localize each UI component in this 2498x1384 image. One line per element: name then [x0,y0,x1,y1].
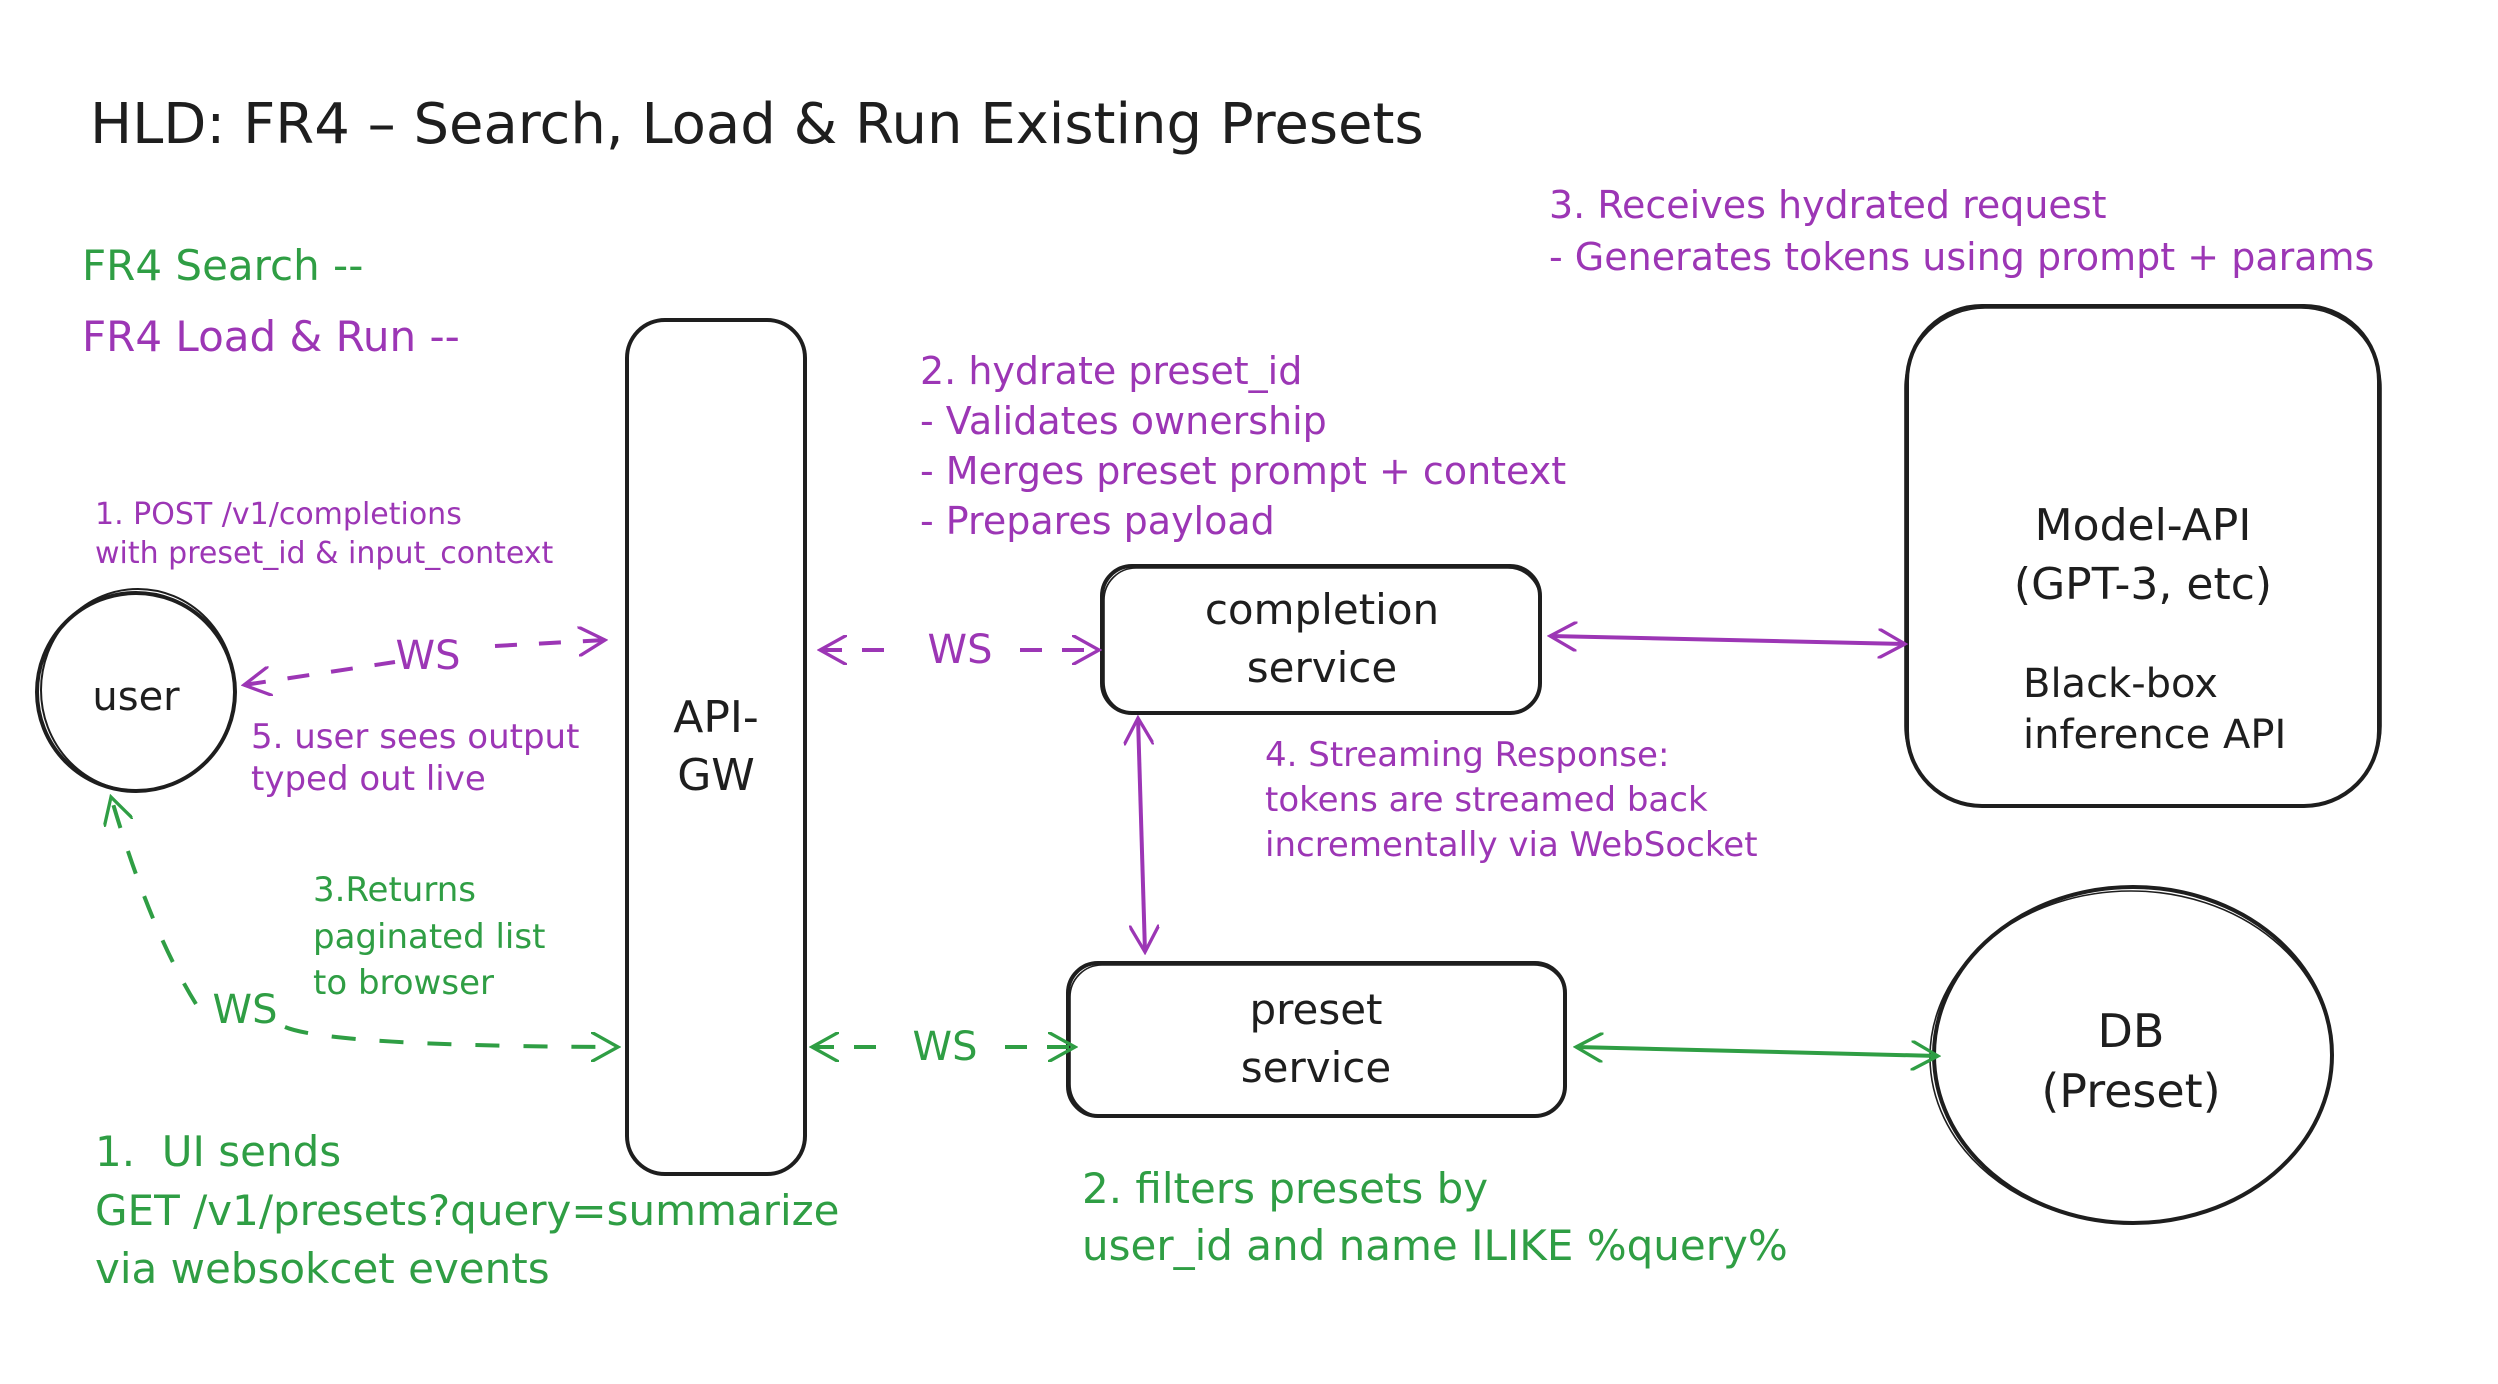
api-gw-node-shape [625,318,807,1176]
edge-preset-db [1576,1047,1938,1056]
note-search-step2-line1: 2. filters presets by [1082,1164,1489,1213]
model-api-subtitle-line1: Black-box [2023,661,2218,707]
note-search-step1-line1: 1. UI sends [95,1127,342,1176]
model-api-node-shape-sketch [1904,307,2382,807]
completion-service-label-line2: service [1246,643,1398,692]
note-search-step3-line2: paginated list [313,917,546,957]
note-search-step2-line2: user_id and name ILIKE %query% [1082,1221,1788,1270]
note-search-step1-line2: GET /v1/presets?query=summarize [95,1186,840,1235]
note-load-step3-line1: 3. Receives hydrated request [1549,183,2107,227]
note-search-step3-line1: 3.Returns [313,870,476,910]
edge-completion-preset [1138,718,1145,952]
note-load-step2-line1: 2. hydrate preset_id [920,349,1303,393]
note-search-step1-line3: via websokcet events [95,1244,550,1293]
user-node-label: user [92,674,180,720]
note-load-step2-line4: - Prepares payload [920,499,1275,543]
completion-service-node-shape-sketch [1103,567,1541,715]
note-search-step3-line3: to browser [313,963,494,1003]
edge-api-gw-user-search-ws [111,797,198,1006]
note-load-step2-line2: - Validates ownership [920,399,1327,443]
db-node-label-line2: (Preset) [2041,1064,2221,1118]
api-gw-node-label-line2: GW [677,750,755,801]
model-api-title-line1: Model-API [2034,500,2252,551]
edge-completion-model-api [1550,636,1905,644]
edge-user-api-gw-search-ws [284,1025,618,1047]
edge-user-api-gw-ws [244,660,396,685]
note-load-step1-line1: 1. POST /v1/completions [95,497,462,532]
note-load-step2-line3: - Merges preset prompt + context [920,449,1567,493]
model-api-title-line2: (GPT-3, etc) [2013,559,2273,610]
note-load-step3-line2: - Generates tokens using prompt + params [1549,235,2375,279]
edge-label-api-gw-completion-ws: WS [927,627,993,673]
user-node-shape-sketch [40,588,236,792]
edge-label-api-gw-user-search-ws: WS [212,987,278,1033]
edge-label-user-api-gw-ws: WS [395,633,461,679]
preset-service-label-line2: service [1240,1043,1392,1092]
note-load-step4-line3: incrementally via WebSocket [1265,825,1758,865]
legend-search: FR4 Search -- [82,241,364,290]
completion-service-label-line1: completion [1204,585,1440,634]
note-load-step1-line2: with preset_id & input_context [95,536,554,571]
db-node-label-line1: DB [2097,1004,2165,1058]
preset-service-label-line1: preset [1249,985,1383,1034]
model-api-subtitle-line2: inference API [2023,712,2287,758]
edge-label-api-gw-preset-ws: WS [912,1024,978,1070]
note-load-step4-line2: tokens are streamed back [1265,780,1708,820]
legend-load-run: FR4 Load & Run -- [82,312,460,361]
page-title: HLD: FR4 – Search, Load & Run Existing P… [90,92,1424,157]
note-load-step4-line1: 4. Streaming Response: [1265,735,1670,775]
api-gw-node-label-line1: API- [673,692,759,743]
note-load-step5-line1: 5. user sees output [251,717,580,757]
edge-user-api-gw-ws-right [494,640,605,646]
note-load-step5-line2: typed out live [251,759,486,799]
